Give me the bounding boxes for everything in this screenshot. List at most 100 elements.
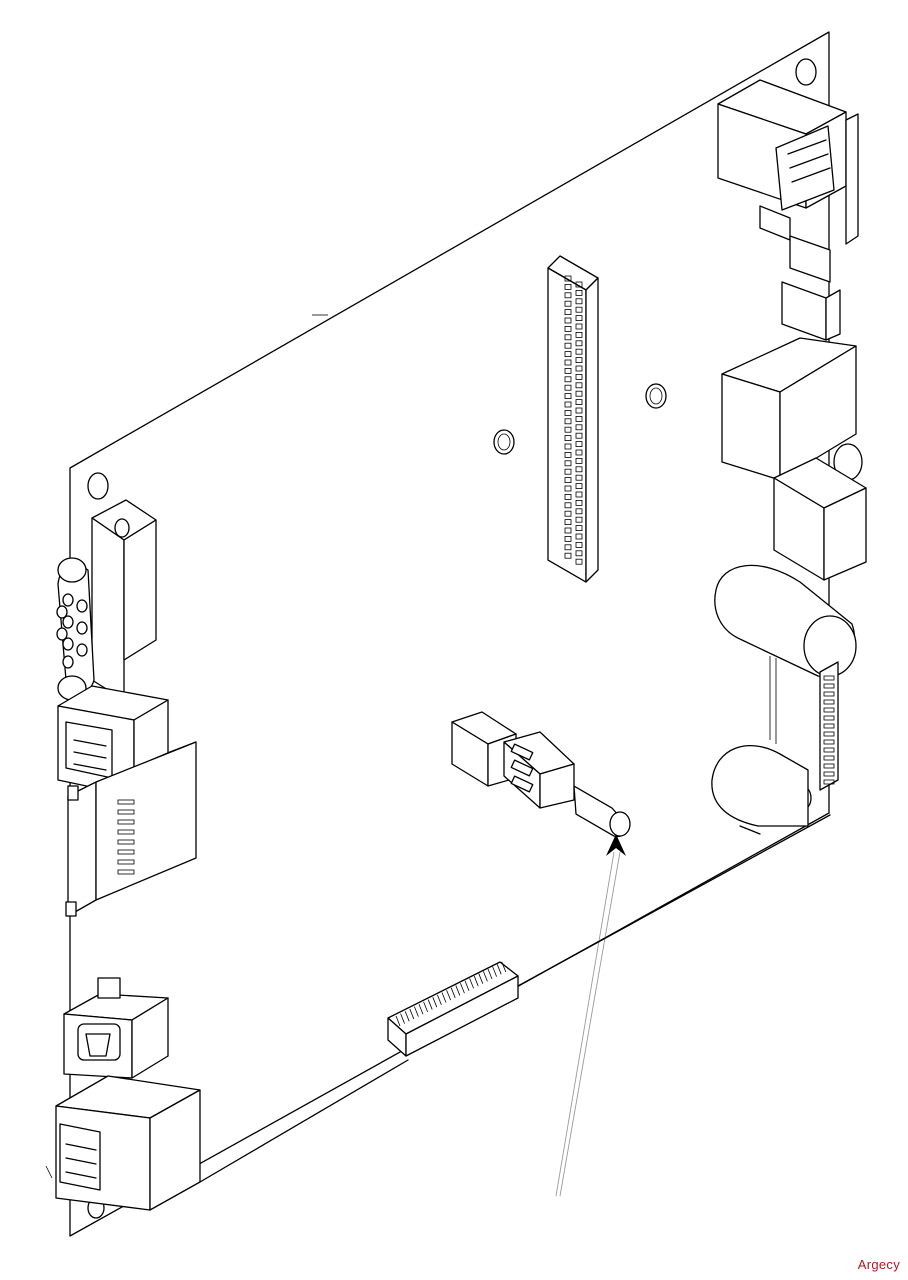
ffc-contact <box>496 964 502 975</box>
mounting-hole-top-right <box>795 58 817 86</box>
db9-pin <box>62 593 74 607</box>
card-contact <box>117 869 135 875</box>
pin-header-connector <box>547 255 599 583</box>
db9-pin <box>56 605 68 619</box>
ffc-contact <box>478 973 484 984</box>
header-pin <box>564 300 572 307</box>
ffc-contact <box>492 966 497 977</box>
ffc-contact <box>404 1011 410 1022</box>
edge-pin <box>823 739 835 745</box>
header-pin <box>564 544 572 551</box>
header-pin <box>575 457 583 464</box>
db9-serial-connector <box>56 499 157 701</box>
card-contact <box>117 859 135 865</box>
edge-pin <box>823 691 835 697</box>
edge-pin <box>823 707 835 713</box>
header-pin <box>575 357 583 364</box>
header-pin <box>575 399 583 406</box>
header-pin <box>575 441 583 448</box>
header-pin <box>575 340 583 347</box>
header-pin <box>575 483 583 490</box>
header-pin <box>564 519 572 525</box>
header-pin <box>564 309 572 316</box>
header-pin <box>564 376 572 383</box>
edge-pin <box>823 779 835 785</box>
plug-connector-center <box>451 711 631 838</box>
rj-jack-left-lower <box>55 1075 201 1211</box>
ffc-contact <box>501 961 507 973</box>
ffc-contact <box>409 1008 415 1020</box>
header-pin <box>564 426 572 433</box>
ffc-contact <box>473 975 479 987</box>
callout-arrow <box>555 834 626 1197</box>
header-pin <box>564 527 572 534</box>
header-pin <box>564 502 572 509</box>
header-pin <box>564 334 572 341</box>
header-pin <box>575 449 583 456</box>
header-pin <box>575 315 583 322</box>
header-pin <box>575 474 583 481</box>
header-pin <box>575 491 583 498</box>
ffc-contact <box>460 982 465 994</box>
header-pin <box>575 415 583 422</box>
header-pin <box>564 359 572 366</box>
card-contact <box>117 839 135 845</box>
header-pin <box>564 552 572 559</box>
header-pin <box>575 382 583 389</box>
header-pin <box>564 317 572 324</box>
small-components-right <box>781 235 841 341</box>
header-pin <box>575 331 583 338</box>
watermark-label: Argecy <box>857 1257 900 1272</box>
db9-pin <box>56 627 68 641</box>
header-pin <box>575 323 583 330</box>
standoff-hole-right <box>645 383 667 409</box>
ffc-contact <box>423 1001 428 1013</box>
header-pin <box>575 533 583 540</box>
header-pin <box>575 516 583 523</box>
ffc-contact <box>469 978 474 989</box>
edge-pin <box>823 731 835 737</box>
header-pin <box>564 485 572 492</box>
card-contact <box>117 809 135 815</box>
db9-pin <box>62 615 74 629</box>
header-pin <box>564 493 572 500</box>
usb-connector <box>63 977 169 1079</box>
inductor-block <box>773 457 867 581</box>
header-pin <box>575 550 583 557</box>
header-pin <box>564 418 572 425</box>
card-contact <box>117 799 135 805</box>
header-pin <box>575 407 583 414</box>
edge-pin <box>823 683 835 689</box>
ffc-contact <box>450 987 456 998</box>
ffc-contact <box>427 999 433 1010</box>
edge-pin <box>823 747 835 753</box>
header-pin <box>575 508 583 515</box>
header-pin <box>575 525 583 531</box>
board-outline <box>69 31 830 1237</box>
edge-pin <box>823 723 835 729</box>
header-pin <box>564 536 572 542</box>
ffc-contact <box>418 1004 424 1015</box>
ffc-contact <box>455 985 461 996</box>
header-pin <box>575 306 583 313</box>
ffc-contact <box>464 980 470 991</box>
standoff-hole-left <box>493 429 515 455</box>
mounting-hole-top-left <box>87 472 109 500</box>
header-pin <box>564 325 572 332</box>
ffc-contact <box>483 971 488 982</box>
board-edge-lines <box>45 814 831 1183</box>
db9-pin <box>76 621 88 635</box>
header-pin <box>564 283 572 290</box>
header-pin <box>564 435 572 442</box>
header-pin <box>564 393 572 400</box>
card-contact <box>117 849 135 855</box>
header-pin <box>575 466 583 473</box>
header-pin <box>575 298 583 305</box>
capacitor-small <box>711 745 809 835</box>
header-pin <box>564 342 572 349</box>
edge-pin <box>823 763 835 769</box>
header-pin <box>564 510 572 517</box>
ffc-contact <box>441 992 447 1003</box>
db9-pin <box>62 637 74 651</box>
